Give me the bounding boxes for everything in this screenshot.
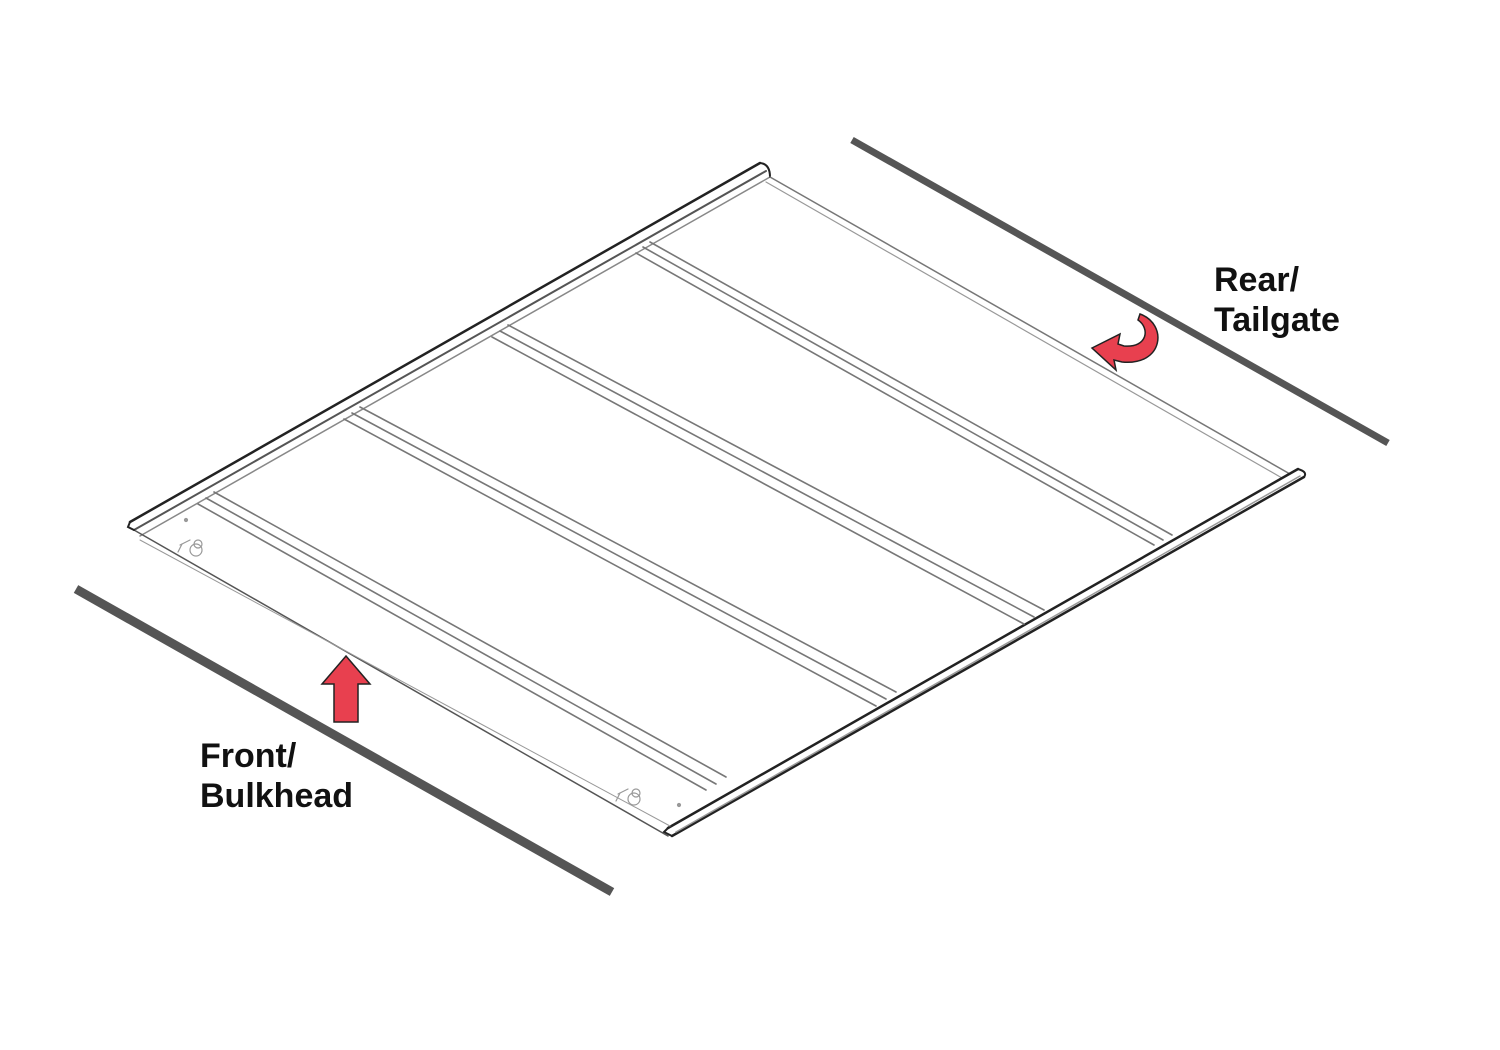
latch-hardware-right: [615, 788, 682, 808]
rear-label-line2: Tailgate: [1214, 301, 1340, 339]
front-reference-bar: [73, 585, 615, 896]
front-label-line2: Bulkhead: [200, 777, 354, 815]
rear-label-line1: Rear/: [1214, 261, 1300, 299]
groove-1: [635, 241, 1173, 546]
cover-panel: [126, 161, 1307, 838]
groove-4: [197, 491, 727, 791]
front-label-line1: Front/: [200, 737, 297, 775]
rear-tailgate-label: Rear/ Tailgate: [1214, 260, 1340, 340]
front-bulkhead-label: Front/ Bulkhead: [200, 736, 353, 816]
latch-hardware-left: [177, 517, 203, 557]
up-arrow-icon: [320, 654, 372, 723]
panel-surface: [130, 165, 1300, 835]
groove-3: [343, 406, 897, 707]
groove-2: [491, 324, 1045, 625]
rear-reference-bar: [850, 136, 1390, 447]
curved-arrow-icon: [1090, 313, 1159, 373]
